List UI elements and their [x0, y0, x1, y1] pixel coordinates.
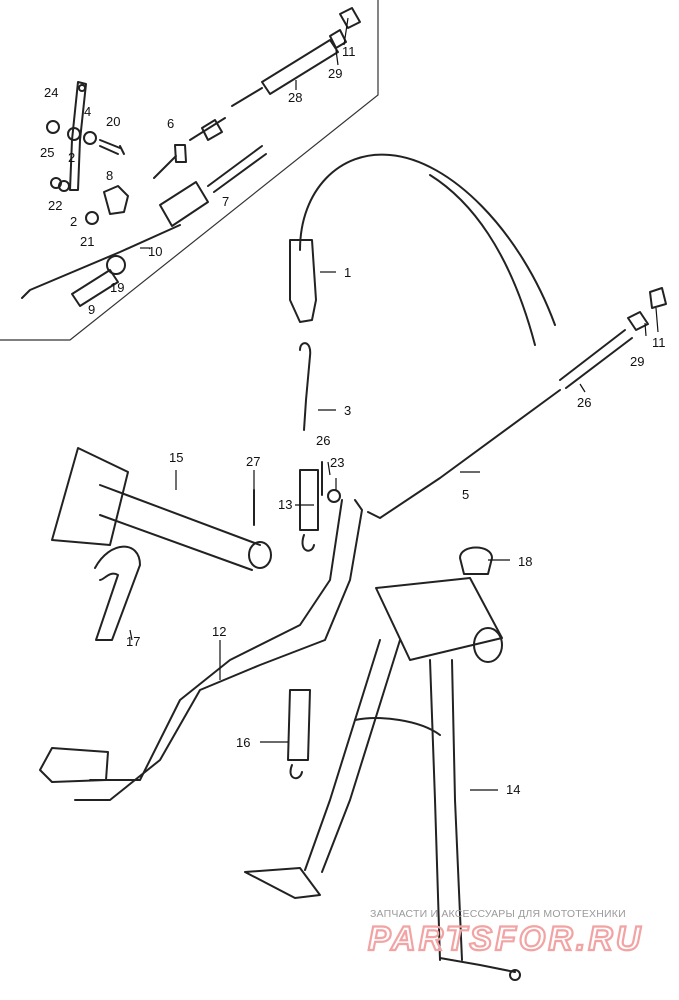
adjuster-11a [339, 7, 361, 29]
label-1: 1 [344, 265, 351, 280]
label-24: 24 [44, 85, 58, 100]
label-19: 19 [110, 280, 124, 295]
watermark: ЗАПЧАСТИ И АКСЕССУАРЫ ДЛЯ МОТОТЕХНИКИ PA… [367, 908, 643, 959]
label-2-bottom: 2 [70, 214, 77, 229]
label-27: 27 [246, 454, 260, 469]
spring-9 [71, 269, 119, 307]
pivot-shaft-15 [99, 484, 261, 571]
label-22: 22 [48, 198, 62, 213]
label-28: 28 [288, 90, 302, 105]
label-10: 10 [148, 244, 162, 259]
cable-end-28 [231, 39, 339, 107]
label-7: 7 [222, 194, 229, 209]
label-26-right: 26 [577, 395, 591, 410]
label-5: 5 [462, 487, 469, 502]
stand-14-leg-right [429, 659, 463, 961]
hook-17 [94, 545, 141, 641]
inset-frame [0, 0, 379, 341]
callout-labels: 1 3 26 23 13 5 26 29 11 15 27 18 12 17 1… [40, 44, 666, 797]
label-3: 3 [344, 403, 351, 418]
pedal-pad-12 [39, 747, 109, 783]
label-4: 4 [84, 104, 91, 119]
label-11-top: 11 [342, 44, 356, 59]
rod-5 [367, 389, 561, 519]
spring-26b [559, 329, 633, 389]
label-8: 8 [106, 168, 113, 183]
watermark-tagline: ЗАПЧАСТИ И АКСЕССУАРЫ ДЛЯ МОТОТЕХНИКИ [370, 908, 626, 920]
cable-1 [299, 153, 556, 326]
spring-3 [299, 342, 312, 431]
label-20: 20 [106, 114, 120, 129]
nut-22 [58, 180, 70, 192]
washer-23 [327, 489, 341, 503]
pivot-6 [153, 144, 187, 179]
label-18: 18 [518, 554, 532, 569]
stand-14-foot-right [439, 957, 516, 973]
adjuster-11b [649, 287, 667, 309]
watermark-logo: PARTSFOR.RU [368, 920, 643, 958]
label-6: 6 [167, 116, 174, 131]
nut-29b [627, 311, 649, 331]
sleeve-10 [159, 181, 209, 227]
stand-14-pipe-end [473, 627, 503, 663]
label-29-right: 29 [630, 354, 644, 369]
rod-10 [21, 224, 181, 299]
stand-14-foot-knob [509, 969, 521, 981]
joint-threads-6 [189, 117, 226, 141]
label-17: 17 [126, 634, 140, 649]
label-12: 12 [212, 624, 226, 639]
washer-24 [46, 120, 60, 134]
brake-pedal-12-lower [89, 499, 343, 781]
stand-14-leg-left [304, 639, 401, 873]
label-9: 9 [88, 302, 95, 317]
label-25: 25 [40, 145, 54, 160]
washer-4 [83, 131, 97, 145]
label-15: 15 [169, 450, 183, 465]
washer-19 [106, 255, 126, 275]
switch-1 [289, 239, 317, 323]
label-21: 21 [80, 234, 94, 249]
spring-7 [207, 145, 267, 193]
pivot-shaft-end-15 [248, 541, 272, 569]
nut-29a [329, 29, 347, 49]
stand-14-foot-left [244, 867, 321, 899]
label-16: 16 [236, 735, 250, 750]
joint-8 [103, 185, 129, 215]
label-26-main: 26 [316, 433, 330, 448]
label-14: 14 [506, 782, 520, 797]
spring-13 [299, 469, 319, 552]
label-13: 13 [278, 497, 292, 512]
nut-21 [85, 211, 99, 225]
cable-1-wire [429, 174, 536, 346]
pin-2 [67, 127, 81, 141]
stand-14-pipe [375, 577, 503, 661]
bracket-15 [51, 447, 129, 546]
label-11-right: 11 [652, 335, 666, 350]
label-2-top: 2 [68, 150, 75, 165]
label-23: 23 [330, 455, 344, 470]
stopper-18 [459, 546, 493, 575]
bolt-20 [99, 139, 125, 155]
label-29-top: 29 [328, 66, 342, 81]
leader-lines [129, 17, 659, 791]
spring-16 [287, 689, 311, 780]
brake-pedal-12 [74, 499, 363, 801]
stand-14-cross [354, 717, 441, 736]
